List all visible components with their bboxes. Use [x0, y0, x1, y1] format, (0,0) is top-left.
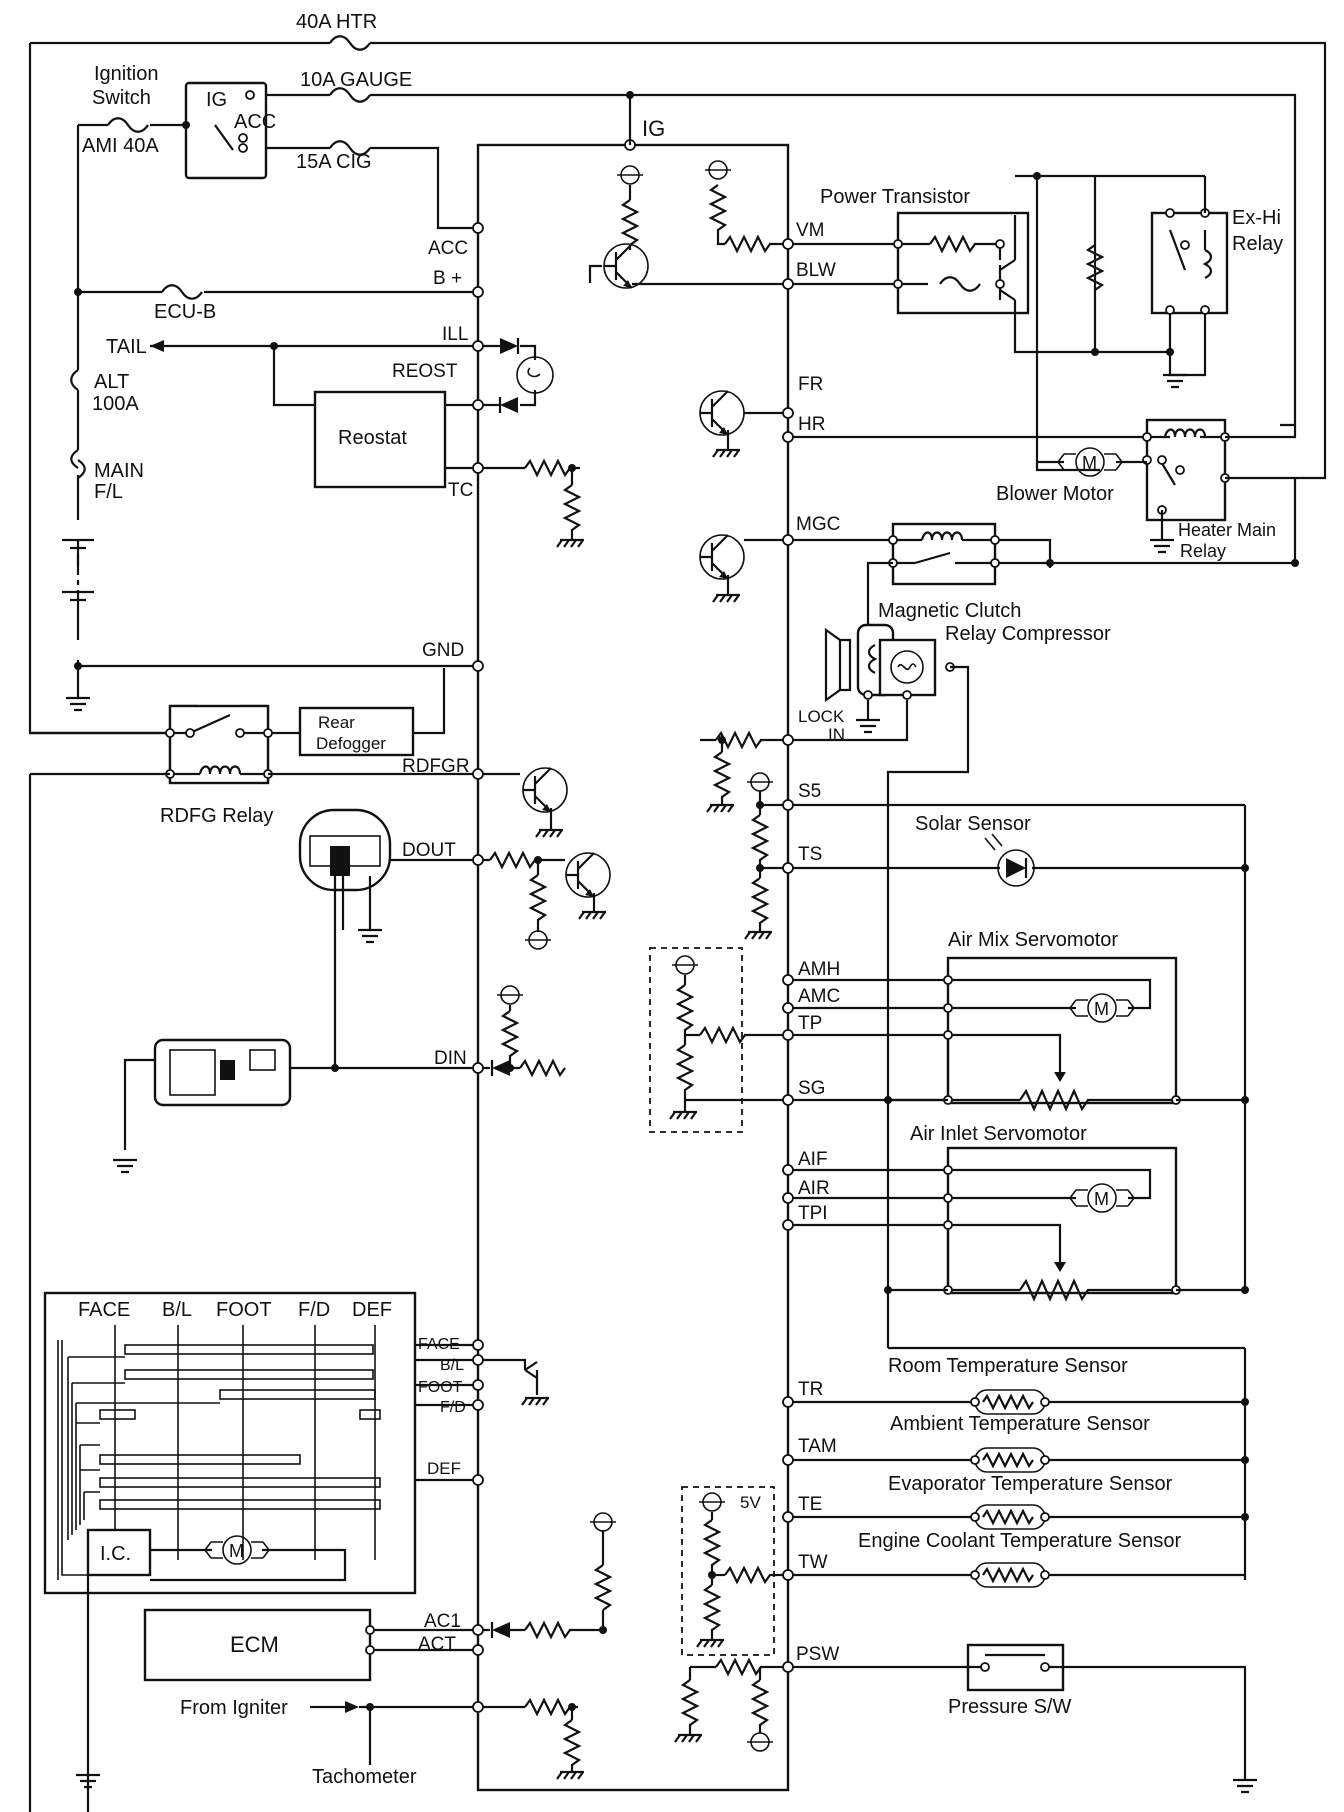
blower-motor-label: Blower Motor [996, 483, 1114, 505]
ecu-b-label: ECU-B [154, 301, 216, 323]
pin-amh: AMH [798, 959, 840, 980]
tachometer-label: Tachometer [312, 1766, 417, 1788]
pin-def: DEF [427, 1459, 461, 1478]
ecm-label: ECM [230, 1632, 279, 1657]
main-fl-label: F/L [94, 481, 123, 503]
pin-b-plus: B + [433, 268, 462, 289]
pin-sg: SG [798, 1078, 825, 1099]
pin-tpi: TPI [798, 1203, 828, 1224]
pin-fd: F/D [440, 1399, 466, 1416]
ignition-switch-label-2: Switch [92, 87, 151, 109]
pin-act: ACT [418, 1634, 456, 1655]
coolant-temp-sensor-label: Engine Coolant Temperature Sensor [858, 1530, 1182, 1552]
magnetic-clutch-label-1: Magnetic Clutch [878, 600, 1021, 622]
pin-te: TE [798, 1494, 822, 1515]
power-transistor-label: Power Transistor [820, 186, 970, 208]
rear-defogger-label-1: Rear [318, 713, 355, 732]
pin-tam: TAM [798, 1436, 837, 1457]
rear-defogger-label-2: Defogger [316, 734, 386, 753]
pin-din: DIN [434, 1048, 467, 1069]
ecu-left-terminals [472, 222, 484, 1713]
reostat-label: Reostat [338, 427, 407, 449]
mode-face-label: FACE [78, 1299, 130, 1321]
ecu-right-terminals [782, 238, 794, 1673]
pin-fr: FR [798, 374, 823, 395]
ambient-temp-sensor-label: Ambient Temperature Sensor [890, 1413, 1150, 1435]
tail-label: TAIL [106, 336, 147, 358]
pin-hr: HR [798, 414, 825, 435]
motor-label-blower: M [1082, 453, 1097, 473]
solar-sensor-label: Solar Sensor [915, 813, 1031, 835]
pin-vm: VM [796, 220, 825, 241]
fuse-cig-label: 15A CIG [296, 151, 372, 173]
pin-air: AIR [798, 1178, 830, 1199]
air-mix-servo-label: Air Mix Servomotor [948, 929, 1118, 951]
alt-rating-label: 100A [92, 393, 139, 415]
pin-ts: TS [798, 844, 822, 865]
alt-label: ALT [94, 371, 129, 393]
evaporator-temp-sensor-label: Evaporator Temperature Sensor [888, 1473, 1173, 1495]
mode-foot-label: FOOT [216, 1299, 272, 1321]
lock-label: LOCK [798, 707, 845, 726]
ignition-switch-label-1: Ignition [94, 63, 159, 85]
pin-face: FACE [418, 1336, 460, 1353]
pin-tr: TR [798, 1379, 823, 1400]
pin-dout: DOUT [402, 840, 456, 861]
ecu-ig-label: IG [642, 116, 665, 141]
ami-fuse-label: AMI 40A [82, 135, 159, 157]
mode-def-label: DEF [352, 1299, 392, 1321]
room-temp-sensor-label: Room Temperature Sensor [888, 1355, 1128, 1377]
magnetic-clutch-label-2: Relay Compressor [945, 623, 1111, 645]
heater-main-relay-label-1: Heater Main [1178, 520, 1276, 540]
pin-mgc: MGC [796, 514, 840, 535]
from-igniter-label: From Igniter [180, 1697, 288, 1719]
pin-ill: ILL [442, 324, 468, 345]
exhi-relay-label-2: Relay [1232, 233, 1283, 255]
pin-amc: AMC [798, 986, 840, 1007]
rdfg-relay-label: RDFG Relay [160, 805, 273, 827]
heater-main-relay-label-2: Relay [1180, 541, 1226, 561]
pin-gnd: GND [422, 640, 464, 661]
motor-label-air-inlet: M [1094, 1189, 1109, 1209]
main-label: MAIN [94, 460, 144, 482]
pin-psw: PSW [796, 1644, 839, 1665]
pin-tc: TC [448, 480, 473, 501]
mode-fd-label: F/D [298, 1299, 330, 1321]
pin-foot: FOOT [418, 1379, 463, 1396]
motor-label-air-mix: M [1094, 999, 1109, 1019]
pin-rdfgr: RDFGR [402, 756, 470, 777]
pin-aif: AIF [798, 1149, 828, 1170]
fuse-htr-label: 40A HTR [296, 11, 377, 33]
acc-position-label: ACC [234, 111, 276, 133]
pin-ac1: AC1 [424, 1611, 461, 1632]
pin-reost: REOST [392, 361, 458, 382]
pressure-switch-label: Pressure S/W [948, 1696, 1071, 1718]
ig-position-label: IG [206, 89, 227, 111]
pin-bl: B/L [440, 1357, 464, 1374]
fuse-gauge-label: 10A GAUGE [300, 69, 412, 91]
pin-acc: ACC [428, 238, 468, 259]
pin-s5: S5 [798, 781, 821, 802]
ic-label: I.C. [100, 1543, 131, 1565]
pin-tp: TP [798, 1013, 822, 1034]
pin-tw: TW [798, 1552, 828, 1573]
in-label: IN [828, 725, 845, 744]
motor-label-mode: M [229, 1541, 244, 1561]
exhi-relay-label-1: Ex-Hi [1232, 207, 1281, 229]
mode-bl-label: B/L [162, 1299, 192, 1321]
five-volt-label: 5V [740, 1493, 761, 1512]
pin-blw: BLW [796, 260, 836, 281]
air-inlet-servo-label: Air Inlet Servomotor [910, 1123, 1087, 1145]
